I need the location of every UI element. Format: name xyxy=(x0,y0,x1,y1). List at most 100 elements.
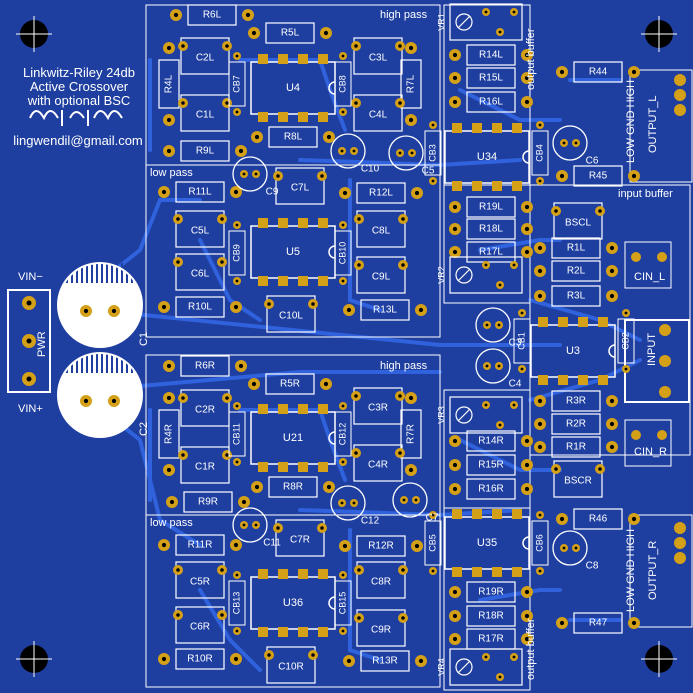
pad-drill xyxy=(408,467,414,473)
pad-drill xyxy=(562,141,566,145)
cin-l-pad-2 xyxy=(657,252,667,262)
pad-drill xyxy=(267,653,271,657)
ic-pin xyxy=(278,54,288,64)
ic-pin xyxy=(318,569,328,579)
capacitor-c10r: C10R xyxy=(264,646,318,684)
output-r-connector-pad-3 xyxy=(674,552,686,564)
ic-notch xyxy=(328,431,336,445)
pad-drill xyxy=(354,101,358,105)
pad-drill xyxy=(341,279,345,283)
tengwar-glyphs xyxy=(29,110,123,126)
pad-drill xyxy=(452,589,458,595)
resistor-body xyxy=(466,218,516,240)
trace-9 xyxy=(458,88,562,122)
electrolytic-c8: C8 xyxy=(552,530,599,572)
pad-drill xyxy=(166,117,172,123)
pad-drill xyxy=(225,453,229,457)
pad-drill xyxy=(537,444,543,450)
ic-u5: U5 xyxy=(250,218,336,286)
pad-drill xyxy=(326,134,332,140)
ic-body xyxy=(444,516,530,570)
trimpot-vr1: VR1 xyxy=(436,3,523,41)
bypass-capacitor-cb5: CB5 xyxy=(424,511,442,575)
pad-drill xyxy=(512,263,516,267)
pad-drill xyxy=(414,543,420,549)
capacitor-label: C4L xyxy=(369,110,388,121)
pad-drill xyxy=(498,423,502,427)
pwr-connector-outline xyxy=(7,289,51,393)
pad-drill xyxy=(401,568,405,572)
outline-output-buffer-right xyxy=(443,507,531,691)
resistor-body xyxy=(265,22,315,44)
resistor-r6r: R6R xyxy=(163,355,247,377)
reservoir-capacitor-body xyxy=(58,263,142,347)
resistor-r2r: R2R xyxy=(534,413,618,435)
resistor-body xyxy=(466,605,516,627)
ic-pin xyxy=(492,123,502,133)
capacitor-body xyxy=(356,609,406,647)
resistor-r9r: R9R xyxy=(166,491,250,513)
bypass-capacitor-cb13: CB13 xyxy=(228,571,246,635)
pad-drill xyxy=(225,396,229,400)
trimpot-slot xyxy=(457,408,471,422)
capacitor-body xyxy=(275,167,325,205)
pad-drill xyxy=(354,44,358,48)
resistor-r17l: R17L xyxy=(449,241,533,263)
electrolytic-body xyxy=(552,125,588,161)
pad-drill xyxy=(235,110,239,114)
electrolytic-c9: C9 xyxy=(232,156,279,198)
ic-u35: U35 xyxy=(444,509,530,577)
resistor-label: R4R xyxy=(164,424,175,444)
resistor-label: R47 xyxy=(589,618,608,629)
capacitor-c2l: C2L xyxy=(178,37,232,75)
capacitor-body xyxy=(266,646,316,684)
resistor-body xyxy=(175,181,225,203)
electrolytic-label: C8 xyxy=(586,561,599,572)
board-title-line3: with optional BSC xyxy=(27,93,131,108)
pad-drill xyxy=(233,304,239,310)
resistor-r17r: R17R xyxy=(449,628,533,650)
electrolytic-c11: C11 xyxy=(232,507,281,549)
capacitor-c7r: C7R xyxy=(273,519,327,557)
resistor-r11r: R11R xyxy=(158,534,242,556)
pad-drill xyxy=(498,675,502,679)
section-label-low-pass-right: low pass xyxy=(150,517,193,529)
pad-drill xyxy=(398,151,402,155)
pad-drill xyxy=(235,279,239,283)
resistor-body xyxy=(466,581,516,603)
ic-label: U4 xyxy=(286,82,300,94)
resistor-r19l: R19L xyxy=(449,196,533,218)
ic-notch xyxy=(328,596,336,610)
pad-drill xyxy=(574,546,578,550)
pad-drill xyxy=(326,484,332,490)
electrolytic-body xyxy=(475,348,511,384)
pad-drill xyxy=(408,117,414,123)
resistor-label: R7R xyxy=(406,424,417,444)
electrolytic-label: C5 xyxy=(422,166,435,177)
ic-notch xyxy=(608,344,616,358)
ic-notch xyxy=(522,536,530,550)
pad-drill xyxy=(354,451,358,455)
resistor-label: R5L xyxy=(281,28,300,39)
capacitor-body xyxy=(228,61,246,107)
pad-drill xyxy=(346,307,352,313)
capacitor-body xyxy=(513,318,531,364)
electrolytic-c5: C5 xyxy=(388,135,435,177)
pad-drill xyxy=(554,467,558,471)
resistor-r16l: R16L xyxy=(449,91,533,113)
ic-pin xyxy=(472,181,482,191)
ic-pin xyxy=(258,462,268,472)
capacitor-body xyxy=(353,37,403,75)
pad-drill xyxy=(559,620,565,626)
resistor-label: R19R xyxy=(478,587,504,598)
pad-drill xyxy=(176,568,180,572)
trace-4 xyxy=(93,370,442,392)
capacitor-label: C5R xyxy=(190,577,210,588)
section-label-low-pass-left: low pass xyxy=(150,167,193,179)
ic-label: U34 xyxy=(477,151,497,163)
vin-minus-label: VIN− xyxy=(18,271,43,283)
capacitor-body xyxy=(175,210,225,248)
resistor-r8l: R8L xyxy=(251,126,335,148)
pad-drill xyxy=(341,629,345,633)
resistor-label: R14L xyxy=(479,50,503,61)
